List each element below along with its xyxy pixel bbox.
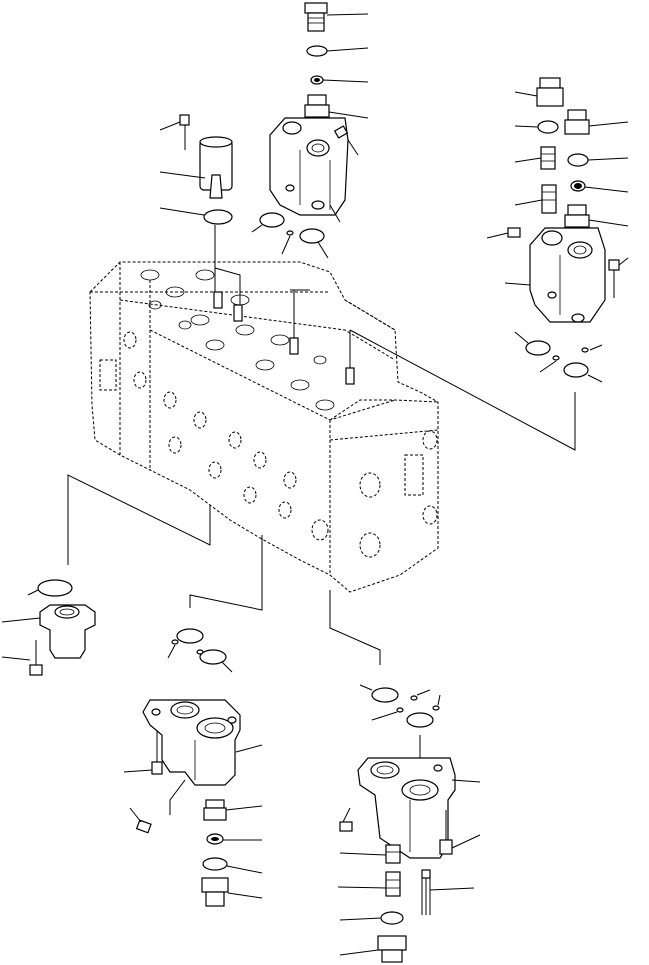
- top-left-solenoid: [159, 114, 329, 259]
- bottom-right-valve: [337, 684, 481, 963]
- top-center-stack: [269, 2, 369, 223]
- bottom-left-valve: [1, 579, 96, 676]
- bottom-left-large-valve: [123, 628, 263, 907]
- main-valve-body: [89, 261, 439, 593]
- connection-lines: [67, 225, 576, 815]
- right-valve-assembly: [486, 77, 629, 383]
- valve-studs: [213, 291, 355, 385]
